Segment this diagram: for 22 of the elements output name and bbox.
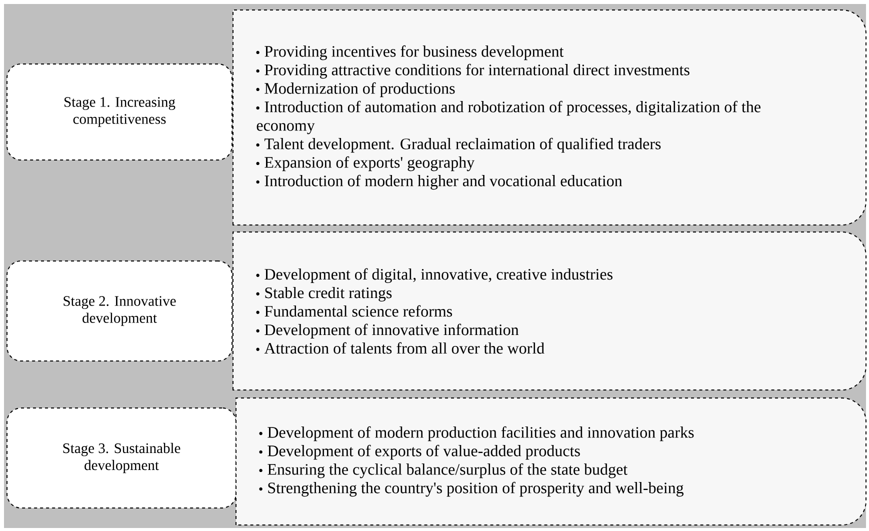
list-item: Fundamental science reforms — [256, 305, 452, 317]
list-item: Development of innovative information — [256, 324, 519, 338]
list-item: Providing incentives for business development — [256, 45, 564, 60]
content-panel — [236, 398, 866, 526]
list-item: Ensuring the cyclical balance/surplus of the state budget — [259, 463, 628, 478]
list-item: Attraction of talents from all over the world — [256, 342, 544, 354]
list-item: Development of exports of value-added products — [259, 444, 580, 460]
list-item: Strengthening the country's position of prosperity and well-being — [259, 482, 684, 497]
list-item: Stable credit ratings — [256, 286, 392, 302]
list-item: Talent development. Gradual reclaimation of qualified traders — [256, 138, 661, 153]
list-item: Providing attractive conditions for international direct investments — [256, 64, 690, 79]
stage-box: Stage 3. Sustainable development — [6, 408, 236, 508]
content-panel — [232, 10, 866, 226]
stage-box: Stage 2. Innovative development — [6, 260, 232, 362]
list-item: Expansion of exports' geography — [256, 156, 475, 172]
list-item: Introduction of modern higher and vocational education — [256, 174, 622, 190]
content-panel — [232, 232, 866, 390]
list-item: Introduction of automation and robotization of processes, digitalization of the economy — [256, 100, 760, 134]
list-item: Modernization of productions — [256, 82, 455, 98]
list-item: Development of digital, innovative, creative industries — [256, 268, 612, 283]
stage-box: Stage 1. Increasing competitiveness — [6, 64, 232, 160]
list-item: Development of modern production facilities and innovation parks — [259, 426, 694, 442]
